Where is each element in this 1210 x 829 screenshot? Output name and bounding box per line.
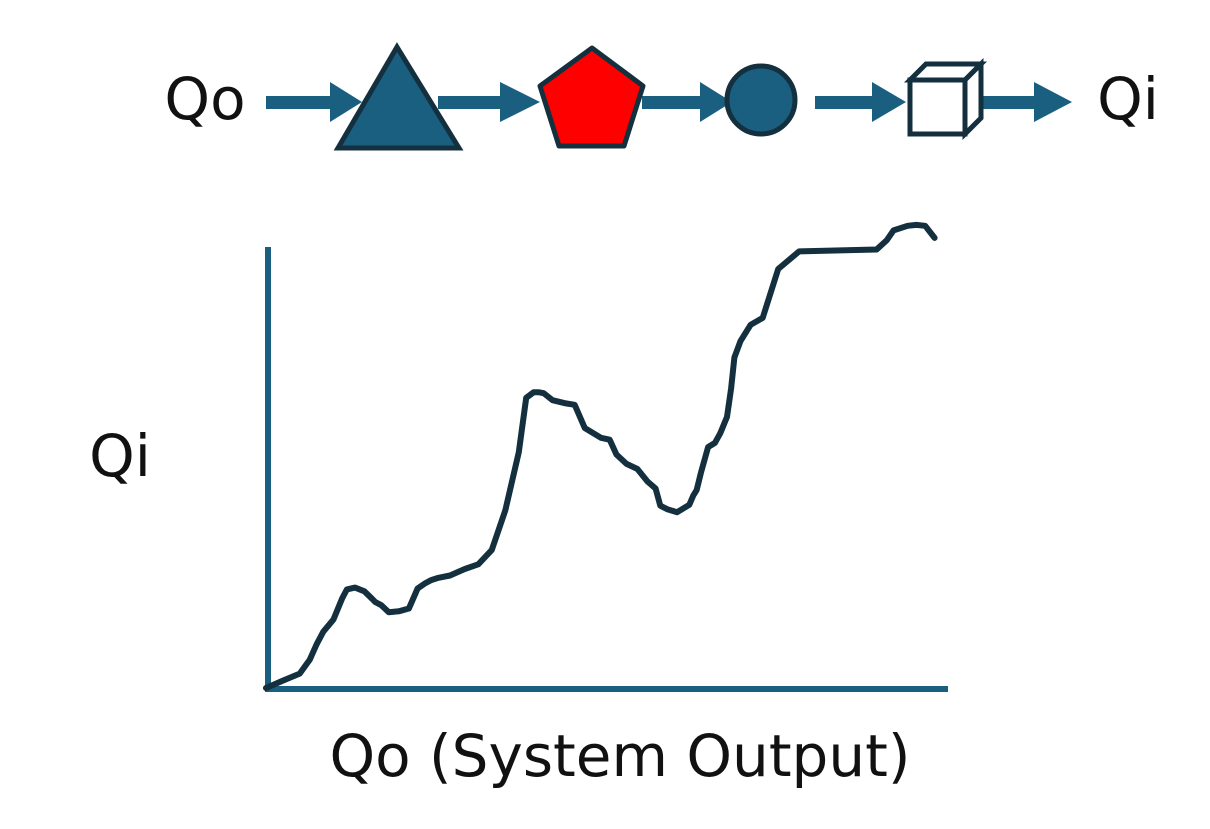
arrow-input-to-triangle — [266, 82, 362, 122]
x-axis-label: Qo (System Output) — [329, 722, 910, 790]
flow-input-label: Qo — [164, 65, 245, 133]
pentagon-stage-shape — [537, 45, 646, 149]
arrow-pentagon-to-circle — [642, 82, 732, 122]
flow-output-label: Qi — [1097, 65, 1159, 133]
series-line — [263, 221, 938, 691]
triangle-stage-shape — [333, 42, 464, 151]
arrow-cube-to-output — [968, 82, 1072, 122]
circle-stage-shape — [724, 63, 798, 137]
cube-stage-shape — [903, 57, 988, 141]
arrow-triangle-to-pentagon — [438, 82, 540, 122]
y-axis-label: Qi — [89, 422, 151, 490]
arrow-circle-to-cube — [815, 82, 906, 122]
process-flow: Qo Qi — [164, 42, 1159, 151]
qi-vs-qo-chart: Qi Qo (System Output) — [89, 221, 948, 790]
